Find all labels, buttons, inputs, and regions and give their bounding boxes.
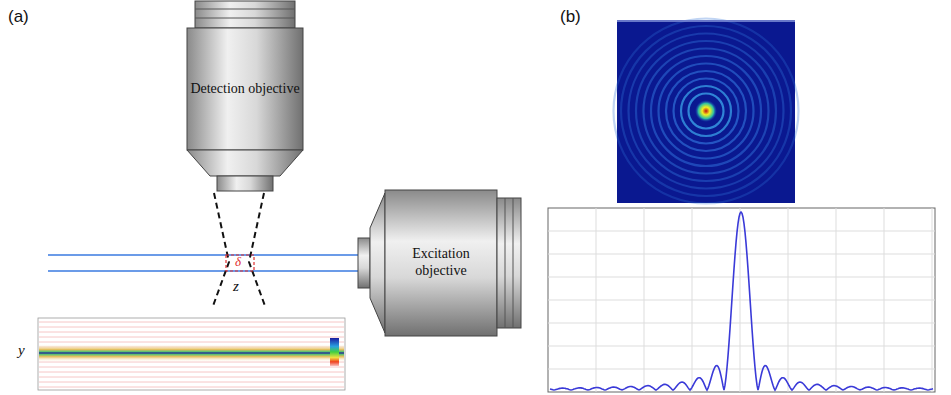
objective-label: Detection objective — [190, 81, 299, 98]
detection-objective: Detection objective — [185, 0, 305, 192]
thickness-symbol: δ — [235, 255, 241, 268]
objective-label: Excitation objective — [387, 246, 495, 280]
excitation-objective: Excitation objective — [357, 188, 522, 338]
axis-label: y — [18, 343, 25, 358]
text-area: Excitation objective — [387, 192, 495, 334]
panel-label: (b) — [560, 8, 581, 25]
text-area: Detection objective — [189, 30, 301, 148]
objective-outline — [185, 0, 305, 192]
panel-label: (a) — [8, 8, 29, 25]
axis-label: z — [233, 279, 239, 294]
